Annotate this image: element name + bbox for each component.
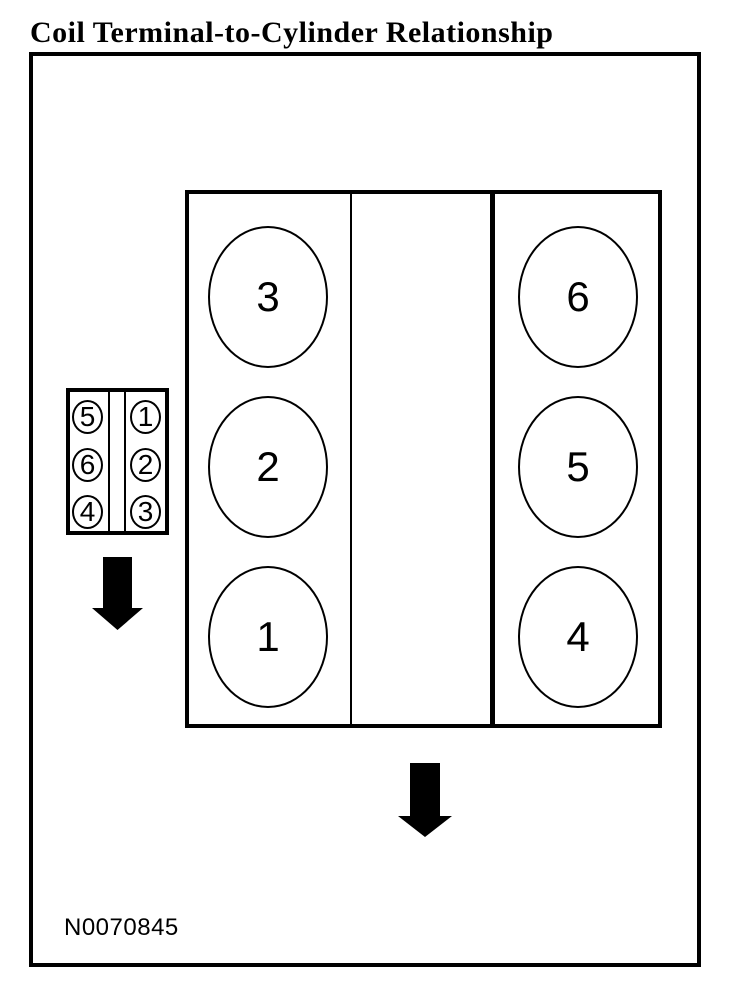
coil-terminal-number: 6 — [79, 449, 96, 480]
coil-terminal: 5 — [72, 400, 103, 434]
coil-terminal: 4 — [72, 495, 103, 529]
cylinder-circle: 4 — [518, 566, 638, 708]
coil-terminal-number: 5 — [79, 401, 96, 432]
cylinder-number: 5 — [566, 443, 590, 490]
cylinder-number: 2 — [256, 443, 280, 490]
coil-terminal-number: 2 — [137, 449, 154, 480]
cylinder-circle: 2 — [208, 396, 328, 538]
coil-terminal: 1 — [130, 400, 161, 434]
cylinder-circle: 3 — [208, 226, 328, 368]
coil-terminal-number: 3 — [137, 496, 154, 527]
page-title: Coil Terminal-to-Cylinder Relationship — [30, 16, 554, 49]
coil-terminal: 3 — [130, 495, 161, 529]
cylinder-number: 6 — [566, 273, 590, 320]
coil-terminal-number: 4 — [79, 496, 96, 527]
cylinder-number: 4 — [566, 613, 590, 660]
figure-border: 5 6 4 1 2 3 3 — [29, 52, 701, 967]
coil-terminal: 6 — [72, 448, 103, 482]
coil-center-divider-left — [108, 392, 110, 531]
coil-center-divider-right — [124, 392, 126, 531]
cylinder-circle: 1 — [208, 566, 328, 708]
figure-number: N0070845 — [64, 914, 179, 941]
engine-valley-line-left — [350, 194, 352, 724]
coil-terminal-number: 1 — [137, 401, 154, 432]
coil-terminal: 2 — [130, 448, 161, 482]
cylinder-circle: 6 — [518, 226, 638, 368]
engine-valley-line-right — [490, 194, 495, 724]
cylinder-circle: 5 — [518, 396, 638, 538]
down-arrow-icon — [398, 763, 452, 837]
engine-block: 3 2 1 6 5 4 — [185, 190, 662, 728]
down-arrow-icon — [92, 557, 143, 630]
cylinder-number: 3 — [256, 273, 280, 320]
coil-pack: 5 6 4 1 2 3 — [66, 388, 169, 535]
cylinder-number: 1 — [256, 613, 280, 660]
